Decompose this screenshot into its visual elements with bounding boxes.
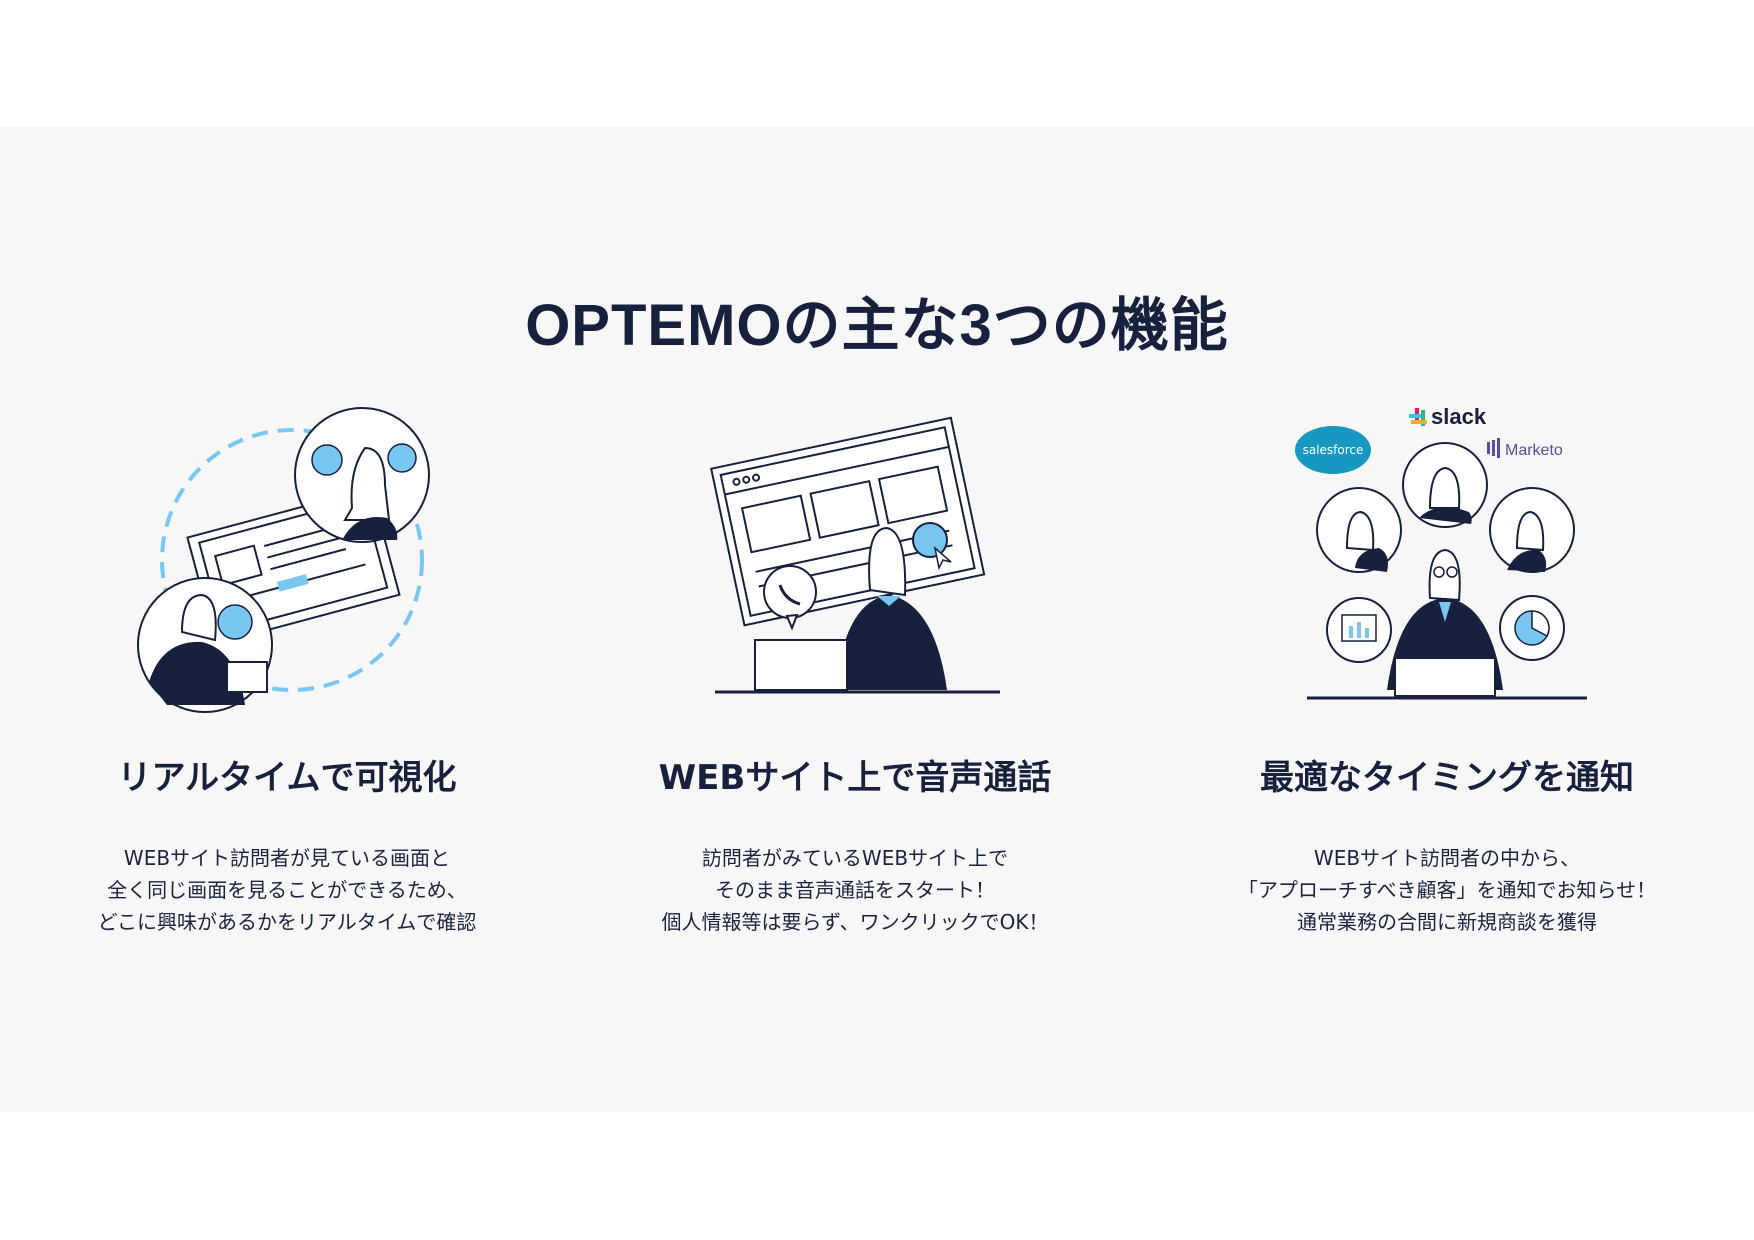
description-line: 全く同じ画面を見ることができるため、 bbox=[107, 878, 467, 902]
description-line: どこに興味があるかをリアルタイムで確認 bbox=[97, 910, 477, 934]
description-line: そのまま音声通話をスタート！ bbox=[715, 878, 995, 902]
feature-title: WEBサイト上で音声通話 bbox=[658, 758, 1052, 798]
feature-title: リアルタイムで可視化 bbox=[117, 758, 457, 798]
feature-description: 訪問者がみているWEBサイト上で そのまま音声通話をスタート！ 個人情報等は要ら… bbox=[595, 842, 1115, 938]
salesforce-logo-icon: salesforce bbox=[1295, 426, 1371, 474]
svg-text:Marketo: Marketo bbox=[1505, 442, 1563, 459]
svg-text:salesforce: salesforce bbox=[1303, 443, 1364, 457]
description-line: 個人情報等は要らず、ワンクリックでOK！ bbox=[661, 910, 1049, 934]
screen-share-illustration-icon bbox=[137, 407, 430, 713]
description-line: WEBサイト訪問者が見ている画面と bbox=[123, 846, 451, 870]
marketo-logo-icon: Marketo bbox=[1487, 438, 1563, 459]
description-line: WEBサイト訪問者の中から、 bbox=[1313, 846, 1581, 870]
feature-title: 最適なタイミングを通知 bbox=[1260, 758, 1634, 798]
feature-description: WEBサイト訪問者の中から、 「アプローチすべき顧客」を通知でお知らせ！ 通常業… bbox=[1187, 842, 1707, 938]
description-line: 訪問者がみているWEBサイト上で bbox=[701, 846, 1009, 870]
feature-description: WEBサイト訪問者が見ている画面と 全く同じ画面を見ることができるため、 どこに… bbox=[27, 842, 547, 938]
description-line: 「アプローチすべき顧客」を通知でお知らせ！ bbox=[1237, 878, 1657, 902]
description-line: 通常業務の合間に新規商談を獲得 bbox=[1297, 910, 1597, 934]
voice-call-illustration-icon bbox=[710, 416, 1000, 694]
slack-logo-icon: slack bbox=[1409, 404, 1487, 429]
svg-text:slack: slack bbox=[1431, 404, 1487, 429]
page-title: OPTEMOの主な3つの機能 bbox=[525, 293, 1229, 358]
notification-illustration-icon: slack salesforce Marketo bbox=[1295, 404, 1587, 700]
